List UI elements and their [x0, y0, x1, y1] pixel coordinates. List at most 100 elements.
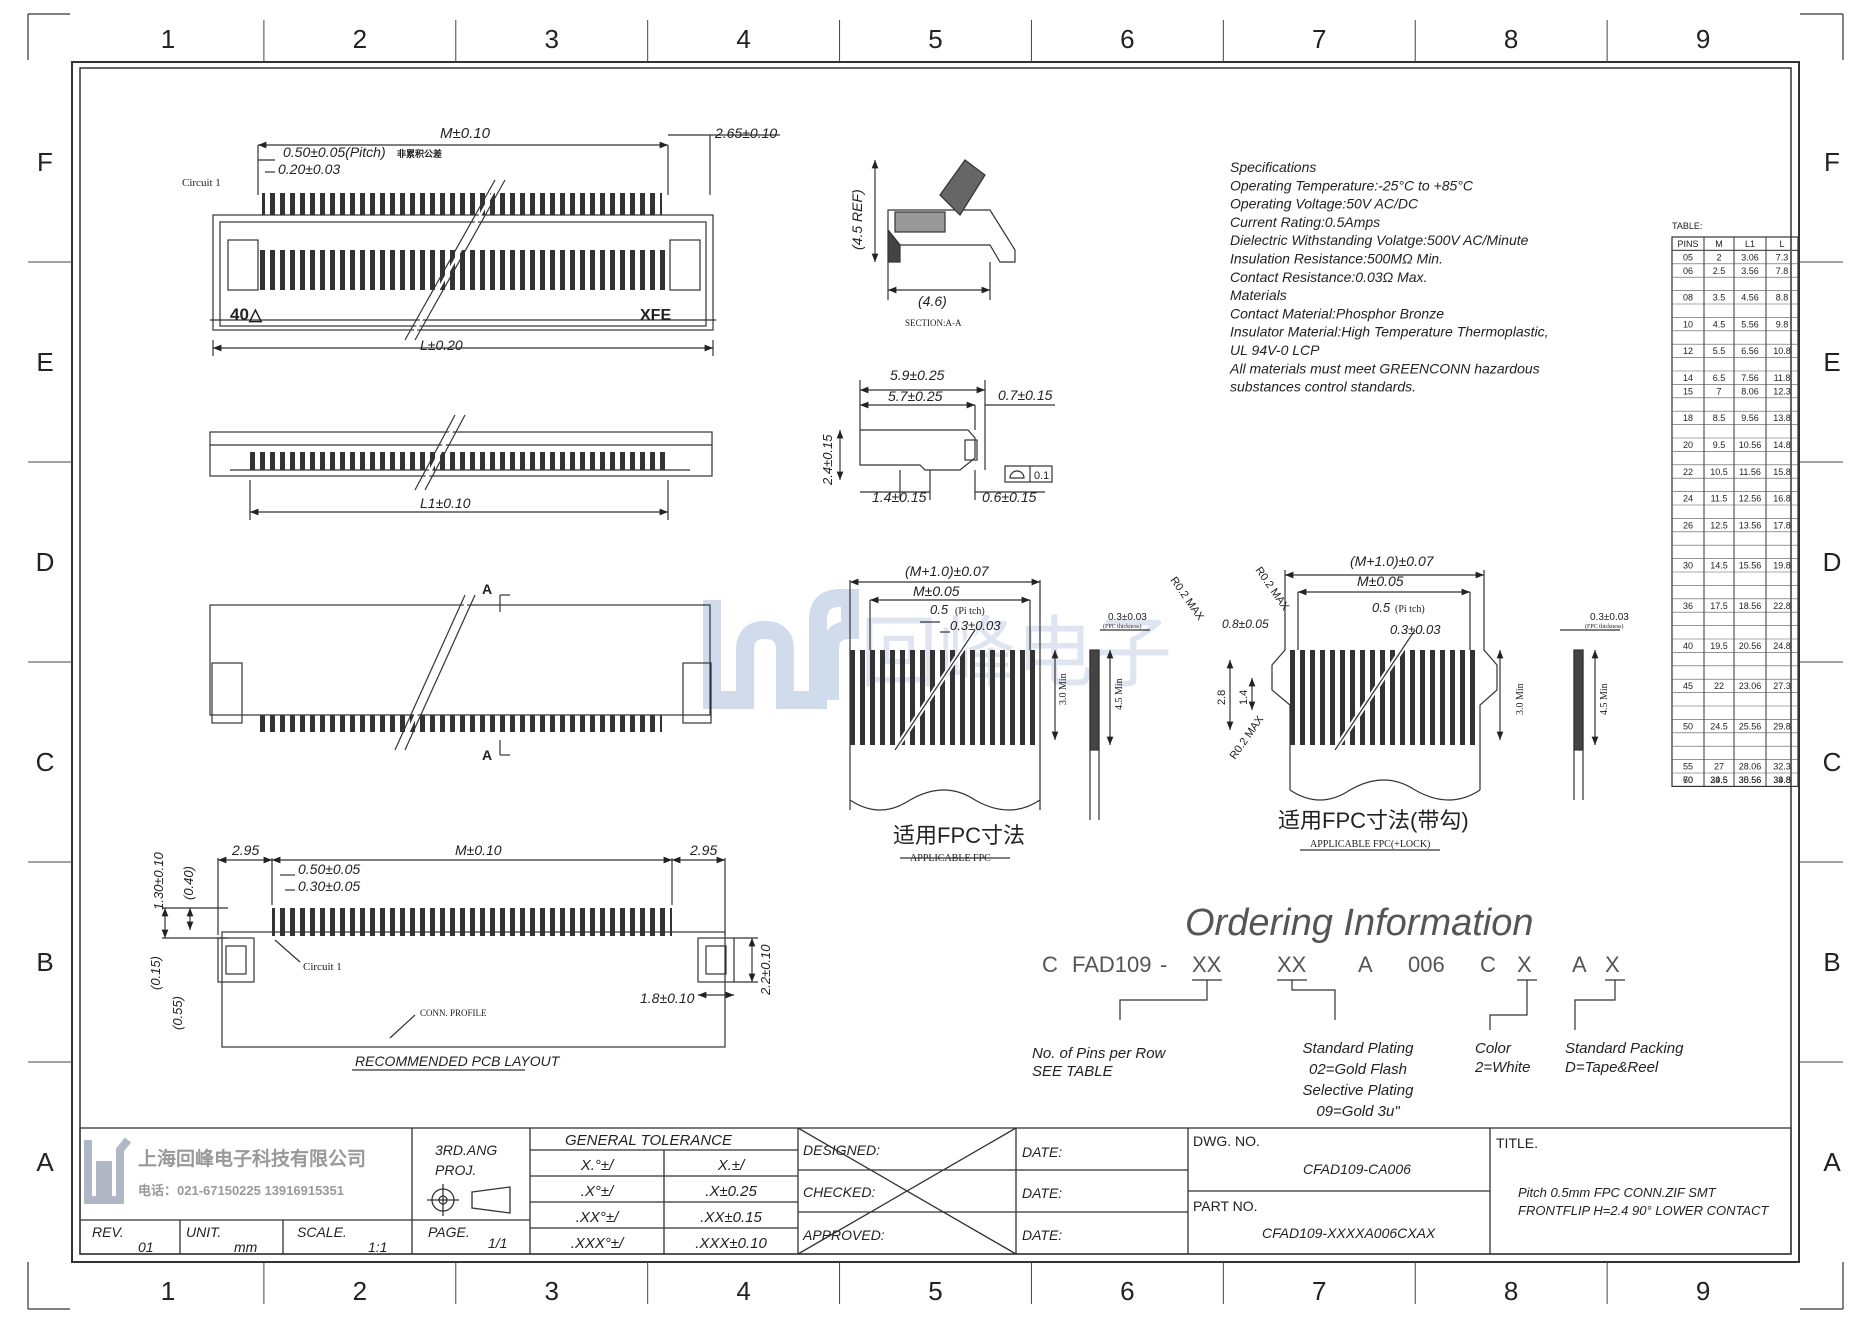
ordering-note-line: Selective Plating — [1303, 1082, 1415, 1099]
dwg-number: CFAD109-CA006 — [1303, 1161, 1411, 1177]
part-label: PART NO. — [1193, 1198, 1258, 1214]
top-view-labels: M±0.10 0.50±0.05(Pitch) 非累积公差 0.20±0.03 … — [182, 125, 777, 353]
pin-table-cell: 6.56 — [1741, 346, 1759, 356]
pin-table-cell: 8.8 — [1776, 293, 1789, 303]
pin-table-header: PINS — [1677, 239, 1698, 249]
pin-table-cell: 34.8 — [1773, 775, 1791, 785]
company-name: 上海回峰电子科技有限公司 — [138, 1147, 366, 1170]
pin-table-cell: 26 — [1683, 520, 1693, 530]
side-view — [209, 414, 713, 520]
ordering-note-line: Standard Packing — [1565, 1040, 1684, 1057]
tolerance-title: GENERAL TOLERANCE — [565, 1132, 733, 1149]
pin-table-cell: 22.8 — [1773, 601, 1791, 611]
grid-col-bottom: 4 — [736, 1276, 750, 1306]
pin-table-cell: 24 — [1683, 494, 1693, 504]
top-l-dim: L±0.20 — [420, 337, 463, 353]
pin-table-header: L — [1779, 239, 1784, 249]
fpc-lock-pitch-note: (Pi tch) — [1395, 604, 1425, 615]
tolerance-angle: X.°±/ — [580, 1157, 615, 1174]
pin-table-cell: 24.8 — [1773, 641, 1791, 651]
fpc-subtitle: APPLICABLE FPC — [910, 853, 991, 864]
date-designed: DATE: — [1022, 1144, 1062, 1160]
grid-row-right: B — [1823, 947, 1840, 977]
pin-table-cell: 12.3 — [1773, 386, 1791, 396]
pcb-circuit: Circuit 1 — [303, 961, 342, 973]
pcb-m-dim: M±0.10 — [455, 842, 502, 858]
grid-col-bottom: 1 — [161, 1276, 175, 1306]
date-checked: DATE: — [1022, 1185, 1062, 1201]
grid-col-top: 2 — [353, 24, 367, 54]
ordering-code-part: X — [1605, 952, 1620, 977]
section-label: SECTION:A-A — [905, 318, 962, 328]
fpc-title: 适用FPC寸法 — [893, 823, 1025, 848]
pin-table-cell: 05 — [1683, 252, 1693, 262]
spec-line: substances control standards. — [1230, 379, 1416, 395]
profile-w3: 0.7±0.15 — [998, 387, 1053, 403]
grid-col-bottom: 6 — [1120, 1276, 1134, 1306]
pin-table-cell: 9.8 — [1776, 319, 1789, 329]
pin-table-cell: 55 — [1683, 762, 1693, 772]
ordering-code-part: 006 — [1408, 952, 1445, 977]
part-number: CFAD109-XXXXA006CXAX — [1262, 1225, 1436, 1241]
fpc-thick-note: (FPC thickness) — [1103, 623, 1142, 630]
top-width-dim: 0.20±0.03 — [278, 161, 340, 177]
pcb-h1: 1.30±0.10 — [151, 851, 166, 910]
grid-col-top: 7 — [1312, 24, 1326, 54]
pin-table-cell: 3.5 — [1713, 293, 1726, 303]
ordering-note-line: SEE TABLE — [1032, 1063, 1114, 1080]
pin-table-cell: 10.56 — [1739, 440, 1762, 450]
top-side-dim: 2.65±0.10 — [714, 125, 777, 141]
fpc-lock-subtitle: APPLICABLE FPC(+LOCK) — [1310, 839, 1430, 850]
grid-row-left: D — [36, 547, 55, 577]
pin-table-cell: 3.56 — [1741, 266, 1759, 276]
fpc-outer-dim: (M+1.0)±0.07 — [905, 563, 990, 579]
pin-table-cell: 60 — [1683, 775, 1693, 785]
tolerance-linear: X.±/ — [717, 1157, 746, 1174]
pin-table-cell: 30.56 — [1739, 775, 1762, 785]
fpc-lock-m: M±0.05 — [1357, 573, 1404, 589]
pin-table-cell: 20 — [1683, 440, 1693, 450]
pin-table-cell: 10.5 — [1710, 467, 1728, 477]
ordering-note-line: No. of Pins per Row — [1032, 1045, 1167, 1062]
pin-table-cell: 16.8 — [1773, 494, 1791, 504]
profile-labels: 5.9±0.25 5.7±0.25 0.7±0.15 2.4±0.15 1.4±… — [820, 367, 1053, 505]
pin-table-cell: 7.8 — [1776, 266, 1789, 276]
fpc-lock-r2: R0.2 MAX — [1253, 565, 1292, 613]
ordering-code-part: XX — [1192, 952, 1222, 977]
tolerance-angle: .X°±/ — [581, 1183, 615, 1200]
fpc-lock-title: 适用FPC寸法(带勾) — [1278, 808, 1469, 833]
profile-w2: 5.7±0.25 — [888, 388, 943, 404]
ordering-code-part: - — [1160, 952, 1167, 977]
pin-table-cell: 8.5 — [1713, 413, 1726, 423]
profile-h: 2.4±0.15 — [820, 434, 835, 486]
pin-table-cell: 15 — [1683, 386, 1693, 396]
fpc-lock-h1: 2.8 — [1216, 690, 1228, 705]
pin-table-cell: 4.5 — [1713, 319, 1726, 329]
spec-line: Insulator Material:High Temperature Ther… — [1230, 324, 1549, 340]
spec-line: Materials — [1230, 287, 1287, 303]
pin-table-caption: TABLE: — [1672, 221, 1702, 231]
pin-table-cell: 17.5 — [1710, 601, 1728, 611]
top-marking-left: 40△ — [230, 305, 263, 324]
fpc-m-dim: M±0.05 — [913, 583, 960, 599]
pin-table-cell: 19.8 — [1773, 561, 1791, 571]
projection-line2: PROJ. — [435, 1162, 476, 1178]
grid-lines — [28, 20, 1843, 1304]
pin-table-cell: 3.06 — [1741, 252, 1759, 262]
title-line1: Pitch 0.5mm FPC CONN.ZIF SMT — [1518, 1185, 1717, 1200]
pin-table-cell: 23.06 — [1739, 681, 1762, 691]
pin-table-cell: 35.56 — [1739, 775, 1762, 785]
section-width: (4.6) — [918, 293, 947, 309]
fpc-labels: (M+1.0)±0.07 M±0.05 0.5 (Pi tch) 0.3±0.0… — [893, 563, 1147, 864]
fpc-lock-r3: R0.2 MAX — [1228, 713, 1267, 761]
spec-line: UL 94V-0 LCP — [1230, 342, 1320, 358]
pin-table-cell: 7.3 — [1776, 252, 1789, 262]
pin-table-cell: 11.8 — [1774, 373, 1791, 383]
pin-table-cell: 70 — [1683, 775, 1693, 785]
fpc-lock-outer: (M+1.0)±0.07 — [1350, 553, 1435, 569]
pin-table-cell: 22 — [1714, 681, 1724, 691]
